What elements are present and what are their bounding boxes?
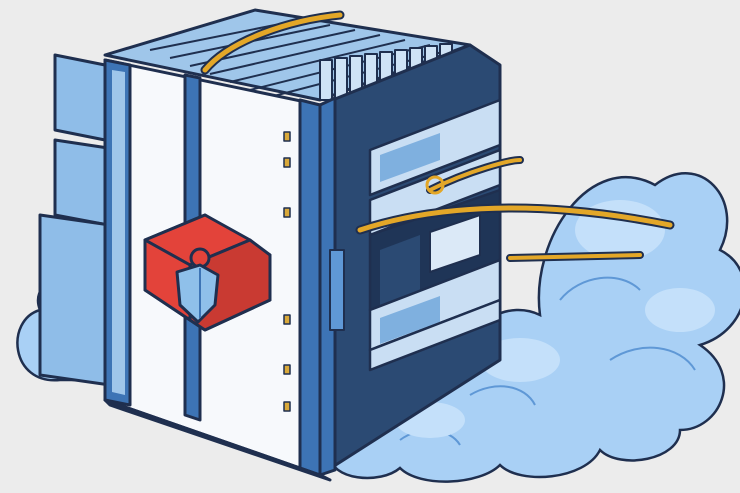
server-rivets — [283, 131, 291, 412]
server-left-blocks — [38, 53, 112, 387]
server-top — [103, 8, 472, 102]
shield-icon — [175, 263, 220, 324]
server-base — [103, 398, 332, 482]
cable-ring — [425, 175, 445, 195]
padlock-icon — [143, 213, 272, 332]
cables — [200, 10, 675, 262]
drive-bays — [368, 98, 502, 372]
server-rack-icon — [38, 8, 502, 482]
drive-bay-5 — [368, 298, 502, 372]
